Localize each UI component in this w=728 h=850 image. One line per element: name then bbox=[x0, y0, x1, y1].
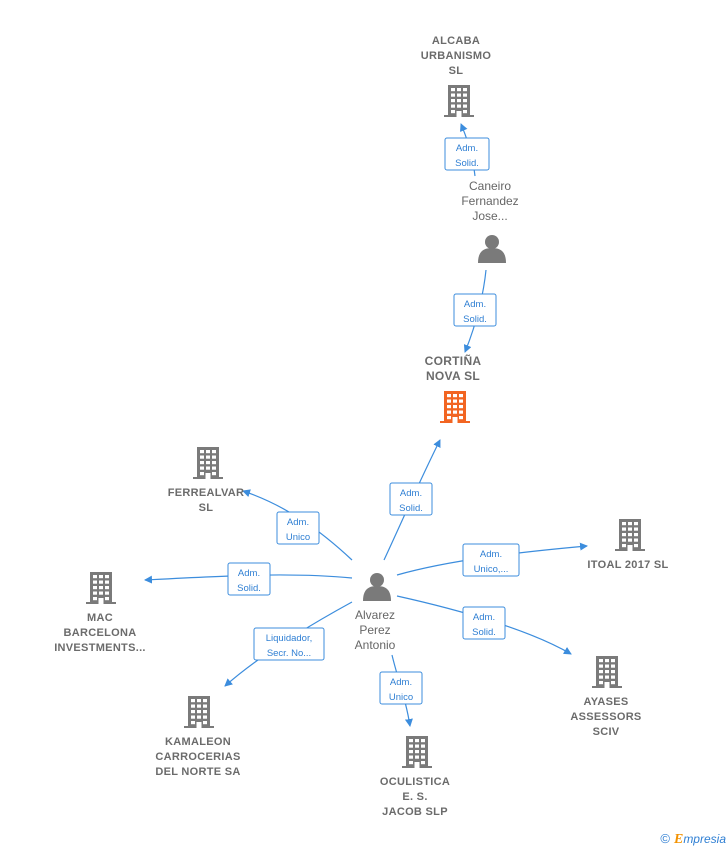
building-icon-oculistica[interactable] bbox=[402, 736, 432, 768]
node-label-ayases[interactable]: ASSESSORS bbox=[570, 711, 641, 723]
node-label-mac[interactable]: BARCELONA bbox=[64, 627, 137, 639]
role-tag-box bbox=[462, 606, 506, 640]
role-tag-alvarez-mac[interactable]: Adm. Solid. bbox=[227, 562, 271, 596]
node-label-alcaba[interactable]: URBANISMO bbox=[421, 50, 492, 62]
role-tag-text: Solid. bbox=[472, 627, 496, 638]
role-tag-alvarez-cortina[interactable]: Adm. Solid. bbox=[389, 482, 433, 516]
role-tag-box bbox=[444, 137, 490, 171]
node-label-kamaleon[interactable]: CARROCERIAS bbox=[155, 751, 240, 763]
role-tag-text: Adm. bbox=[400, 488, 422, 499]
brand-footer: ©Empresia bbox=[660, 831, 726, 848]
role-tag-text: Secr. No... bbox=[267, 648, 311, 659]
role-tag-box bbox=[389, 482, 433, 516]
node-label-ferrealvar[interactable]: FERREALVAR bbox=[168, 487, 245, 499]
role-tag-text: Adm. bbox=[473, 612, 495, 623]
brand-name: mpresia bbox=[683, 832, 726, 846]
node-label-ayases[interactable]: AYASES bbox=[583, 696, 628, 708]
role-tag-text: Adm. bbox=[287, 517, 309, 528]
role-tag-text: Solid. bbox=[399, 503, 423, 514]
role-tag-alvarez-kamaleon[interactable]: Liquidador, Secr. No... bbox=[253, 627, 325, 661]
role-tag-alvarez-ayases[interactable]: Adm. Solid. bbox=[462, 606, 506, 640]
role-tag-text: Unico,... bbox=[474, 564, 509, 575]
node-label-mac[interactable]: MAC bbox=[87, 612, 113, 624]
copyright-icon: © bbox=[660, 831, 670, 846]
role-tag-box bbox=[453, 293, 497, 327]
building-icon-ayases[interactable] bbox=[592, 656, 622, 688]
role-tag-caneiro-alcaba[interactable]: Adm. Solid. bbox=[444, 137, 490, 171]
building-icon-itoal[interactable] bbox=[615, 519, 645, 551]
role-tag-text: Adm. bbox=[390, 677, 412, 688]
person-icon-alvarez[interactable] bbox=[363, 573, 391, 601]
building-icon-ferrealvar[interactable] bbox=[193, 447, 223, 479]
node-label-oculistica[interactable]: E. S. bbox=[402, 791, 427, 803]
role-tag-box bbox=[462, 543, 520, 577]
building-icon-kamaleon[interactable] bbox=[184, 696, 214, 728]
person-icon-caneiro[interactable] bbox=[478, 235, 506, 263]
node-label-kamaleon[interactable]: KAMALEON bbox=[165, 736, 231, 748]
node-label-itoal[interactable]: ITOAL 2017 SL bbox=[587, 559, 668, 571]
node-label-oculistica[interactable]: OCULISTICA bbox=[380, 776, 450, 788]
role-tag-text: Liquidador, bbox=[266, 633, 312, 644]
role-tag-box bbox=[379, 671, 423, 705]
role-tag-box bbox=[227, 562, 271, 596]
building-icon-mac[interactable] bbox=[86, 572, 116, 604]
role-tag-alvarez-itoal[interactable]: Adm. Unico,... bbox=[462, 543, 520, 577]
node-label-cortina[interactable]: CORTIÑA bbox=[425, 353, 482, 368]
node-label-oculistica[interactable]: JACOB SLP bbox=[382, 806, 448, 818]
brand-initial: E bbox=[673, 832, 684, 847]
building-icon-alcaba[interactable] bbox=[444, 85, 474, 117]
role-tag-caneiro-cortina[interactable]: Adm. Solid. bbox=[453, 293, 497, 327]
role-tag-text: Adm. bbox=[480, 549, 502, 560]
node-label-caneiro[interactable]: Fernandez bbox=[461, 194, 518, 208]
role-tag-text: Solid. bbox=[463, 314, 487, 325]
role-tag-text: Solid. bbox=[455, 158, 479, 169]
node-label-cortina[interactable]: NOVA SL bbox=[426, 369, 480, 383]
node-label-alvarez[interactable]: Alvarez bbox=[355, 608, 395, 622]
role-tag-alvarez-oculistica[interactable]: Adm. Unico bbox=[379, 671, 423, 705]
building-icon-cortina[interactable] bbox=[440, 391, 470, 423]
role-tag-text: Unico bbox=[286, 532, 310, 543]
node-label-kamaleon[interactable]: DEL NORTE SA bbox=[155, 766, 240, 778]
role-tag-text: Unico bbox=[389, 692, 413, 703]
node-label-alcaba[interactable]: ALCABA bbox=[432, 35, 480, 47]
node-label-alcaba[interactable]: SL bbox=[449, 65, 464, 77]
role-tag-alvarez-ferrealvar[interactable]: Adm. Unico bbox=[276, 511, 320, 545]
role-tag-text: Adm. bbox=[238, 568, 260, 579]
node-label-ferrealvar[interactable]: SL bbox=[199, 502, 214, 514]
node-label-alvarez[interactable]: Antonio bbox=[355, 638, 396, 652]
node-label-caneiro[interactable]: Caneiro bbox=[469, 179, 511, 193]
node-label-mac[interactable]: INVESTMENTS... bbox=[54, 642, 146, 654]
node-label-ayases[interactable]: SCIV bbox=[593, 726, 620, 738]
role-tag-box bbox=[253, 627, 325, 661]
role-tag-text: Adm. bbox=[464, 299, 486, 310]
node-label-alvarez[interactable]: Perez bbox=[359, 623, 390, 637]
role-tag-text: Solid. bbox=[237, 583, 261, 594]
node-label-caneiro[interactable]: Jose... bbox=[472, 209, 507, 223]
role-tag-text: Adm. bbox=[456, 143, 478, 154]
role-tag-box bbox=[276, 511, 320, 545]
